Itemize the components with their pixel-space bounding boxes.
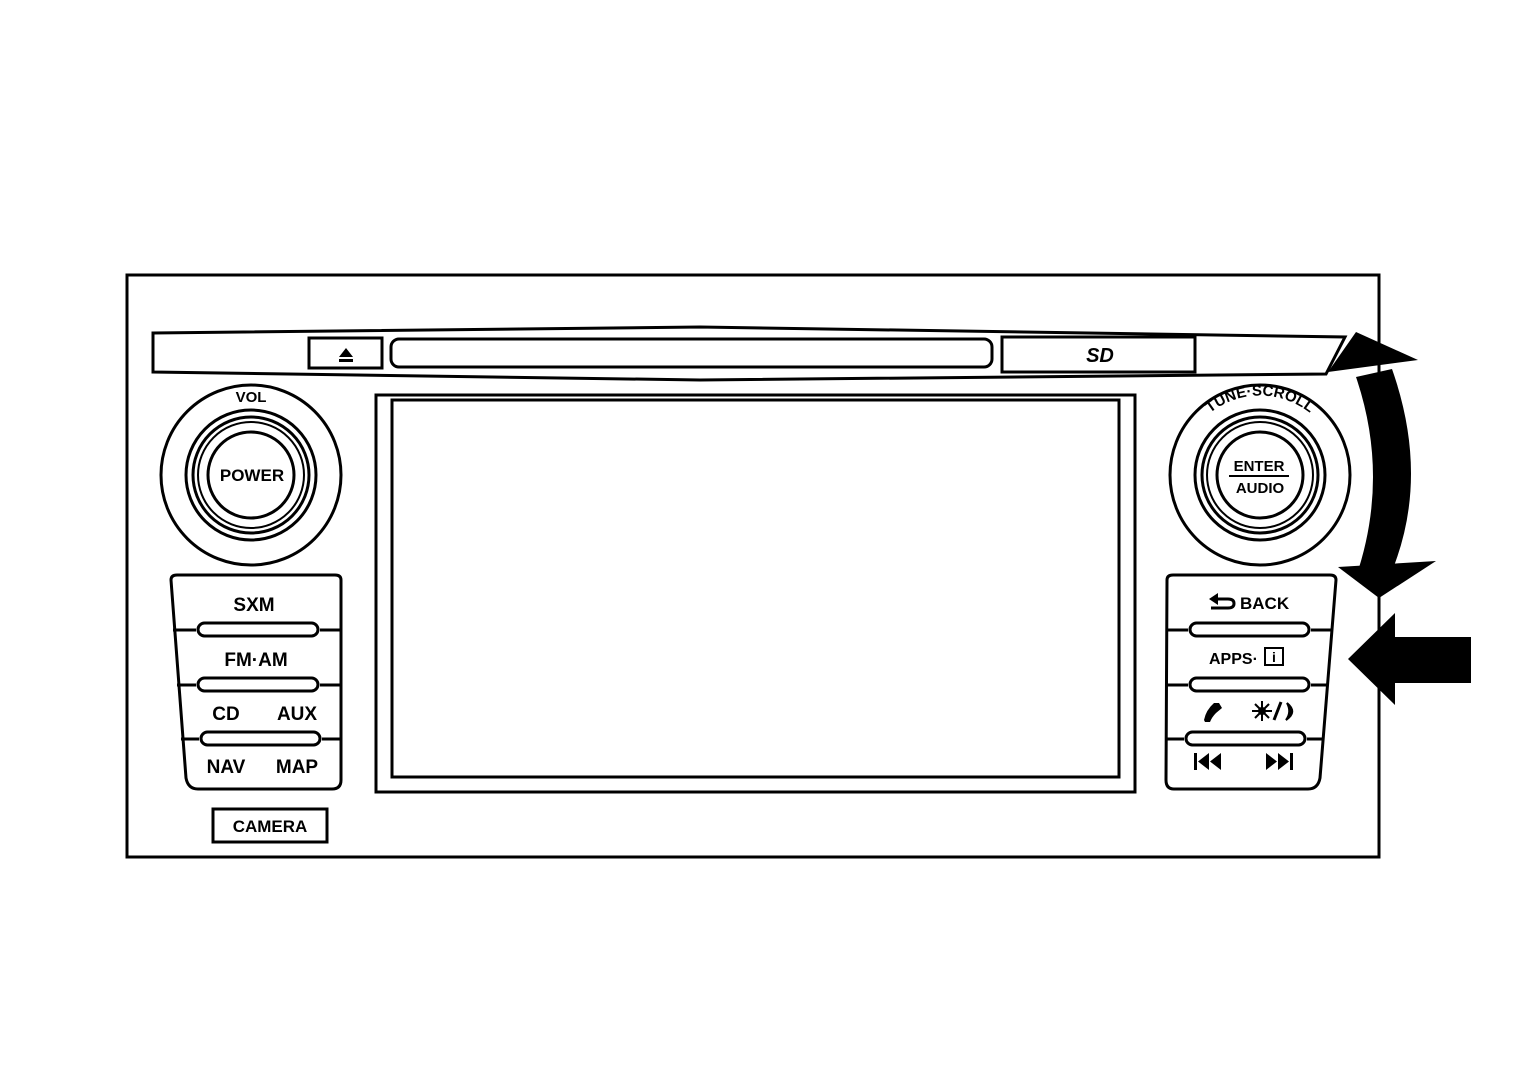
back-label: BACK bbox=[1240, 594, 1290, 613]
eject-icon bbox=[339, 348, 353, 362]
camera-button[interactable] bbox=[211, 807, 329, 844]
skip-previous-icon bbox=[1194, 753, 1221, 770]
left-divider-1 bbox=[173, 621, 341, 638]
touch-screen[interactable] bbox=[390, 398, 1121, 779]
left-divider-2 bbox=[177, 676, 341, 693]
phone-button[interactable] bbox=[1204, 703, 1222, 722]
sd-card-slot[interactable] bbox=[1000, 335, 1197, 374]
right-divider-1 bbox=[1167, 621, 1332, 638]
media-strip bbox=[151, 325, 1348, 382]
right-button-panel bbox=[1164, 573, 1338, 791]
fm-am-button[interactable]: FM·AM bbox=[224, 650, 287, 671]
info-icon-letter: i bbox=[1272, 649, 1276, 665]
sxm-button[interactable]: SXM bbox=[233, 595, 274, 616]
day-night-button[interactable] bbox=[1252, 701, 1294, 721]
camera-label: CAMERA bbox=[233, 817, 308, 836]
vol-power-knob[interactable] bbox=[159, 383, 343, 567]
apps-info-button[interactable]: APPS· i bbox=[1209, 647, 1284, 668]
phone-icon bbox=[1204, 703, 1222, 722]
tune-scroll-knob[interactable] bbox=[1168, 383, 1352, 567]
info-icon bbox=[1264, 647, 1284, 666]
left-button-panel bbox=[169, 573, 343, 791]
power-label: POWER bbox=[220, 466, 284, 485]
back-button[interactable]: BACK bbox=[1209, 593, 1290, 613]
skip-next-button[interactable] bbox=[1266, 753, 1293, 770]
sd-logo: SD bbox=[1086, 345, 1114, 367]
eject-button[interactable] bbox=[307, 336, 384, 370]
nav-button[interactable]: NAV bbox=[207, 757, 246, 778]
left-pointing-arrow-icon bbox=[1348, 613, 1471, 705]
cd-button[interactable]: CD bbox=[212, 704, 239, 725]
enter-label: ENTER bbox=[1234, 458, 1285, 475]
skip-previous-button[interactable] bbox=[1194, 753, 1221, 770]
apps-label: APPS· bbox=[1209, 651, 1258, 668]
curved-double-arrow-icon bbox=[1328, 332, 1436, 598]
audio-label: AUDIO bbox=[1236, 480, 1285, 497]
display-bezel bbox=[374, 393, 1137, 794]
sun-moon-icon bbox=[1252, 701, 1294, 721]
vol-label: VOL bbox=[236, 389, 267, 406]
right-divider-2 bbox=[1167, 676, 1328, 693]
disc-slot[interactable] bbox=[389, 337, 994, 369]
back-arrow-icon bbox=[1209, 593, 1236, 610]
right-divider-3 bbox=[1167, 730, 1324, 747]
left-divider-3 bbox=[181, 730, 341, 747]
skip-next-icon bbox=[1266, 753, 1293, 770]
aux-button[interactable]: AUX bbox=[277, 704, 317, 725]
map-button[interactable]: MAP bbox=[276, 757, 319, 778]
